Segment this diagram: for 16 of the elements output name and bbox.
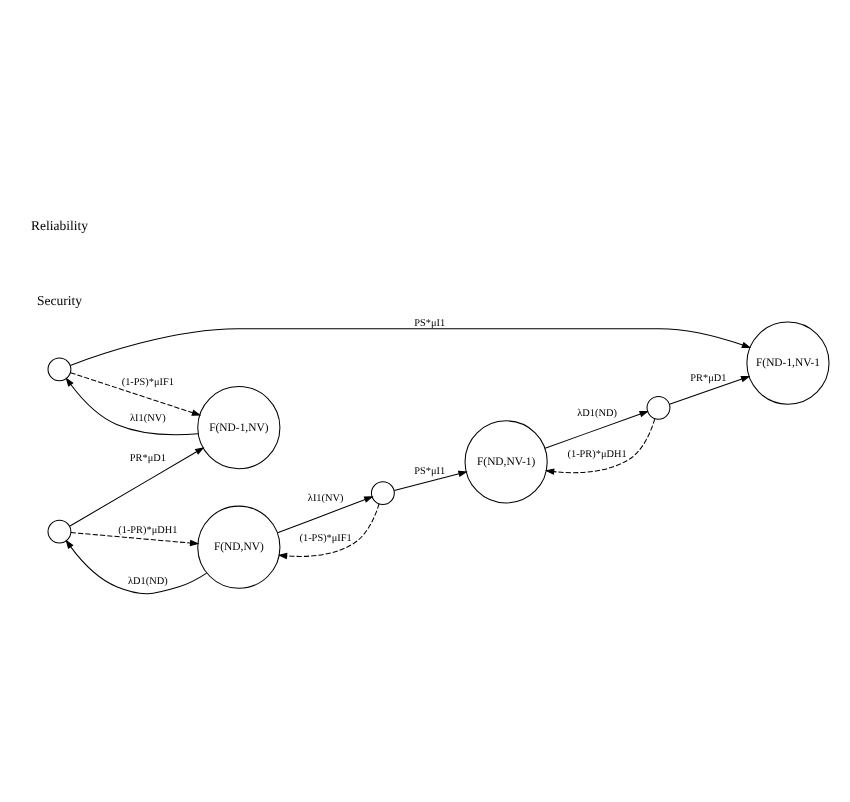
node-circle (646, 395, 671, 420)
arrow (69, 447, 205, 527)
node-circle (370, 481, 395, 506)
arrow (70, 532, 200, 547)
arrow (393, 470, 468, 491)
arrow (544, 410, 649, 449)
arrow (544, 418, 656, 475)
arrow (65, 539, 208, 595)
arrow (70, 372, 202, 416)
arrow (65, 377, 199, 436)
node-circle (47, 519, 72, 544)
arrow (277, 496, 374, 534)
node-circle (47, 357, 72, 382)
arrow (669, 375, 751, 405)
arrow (69, 328, 752, 366)
arrow (277, 503, 380, 560)
